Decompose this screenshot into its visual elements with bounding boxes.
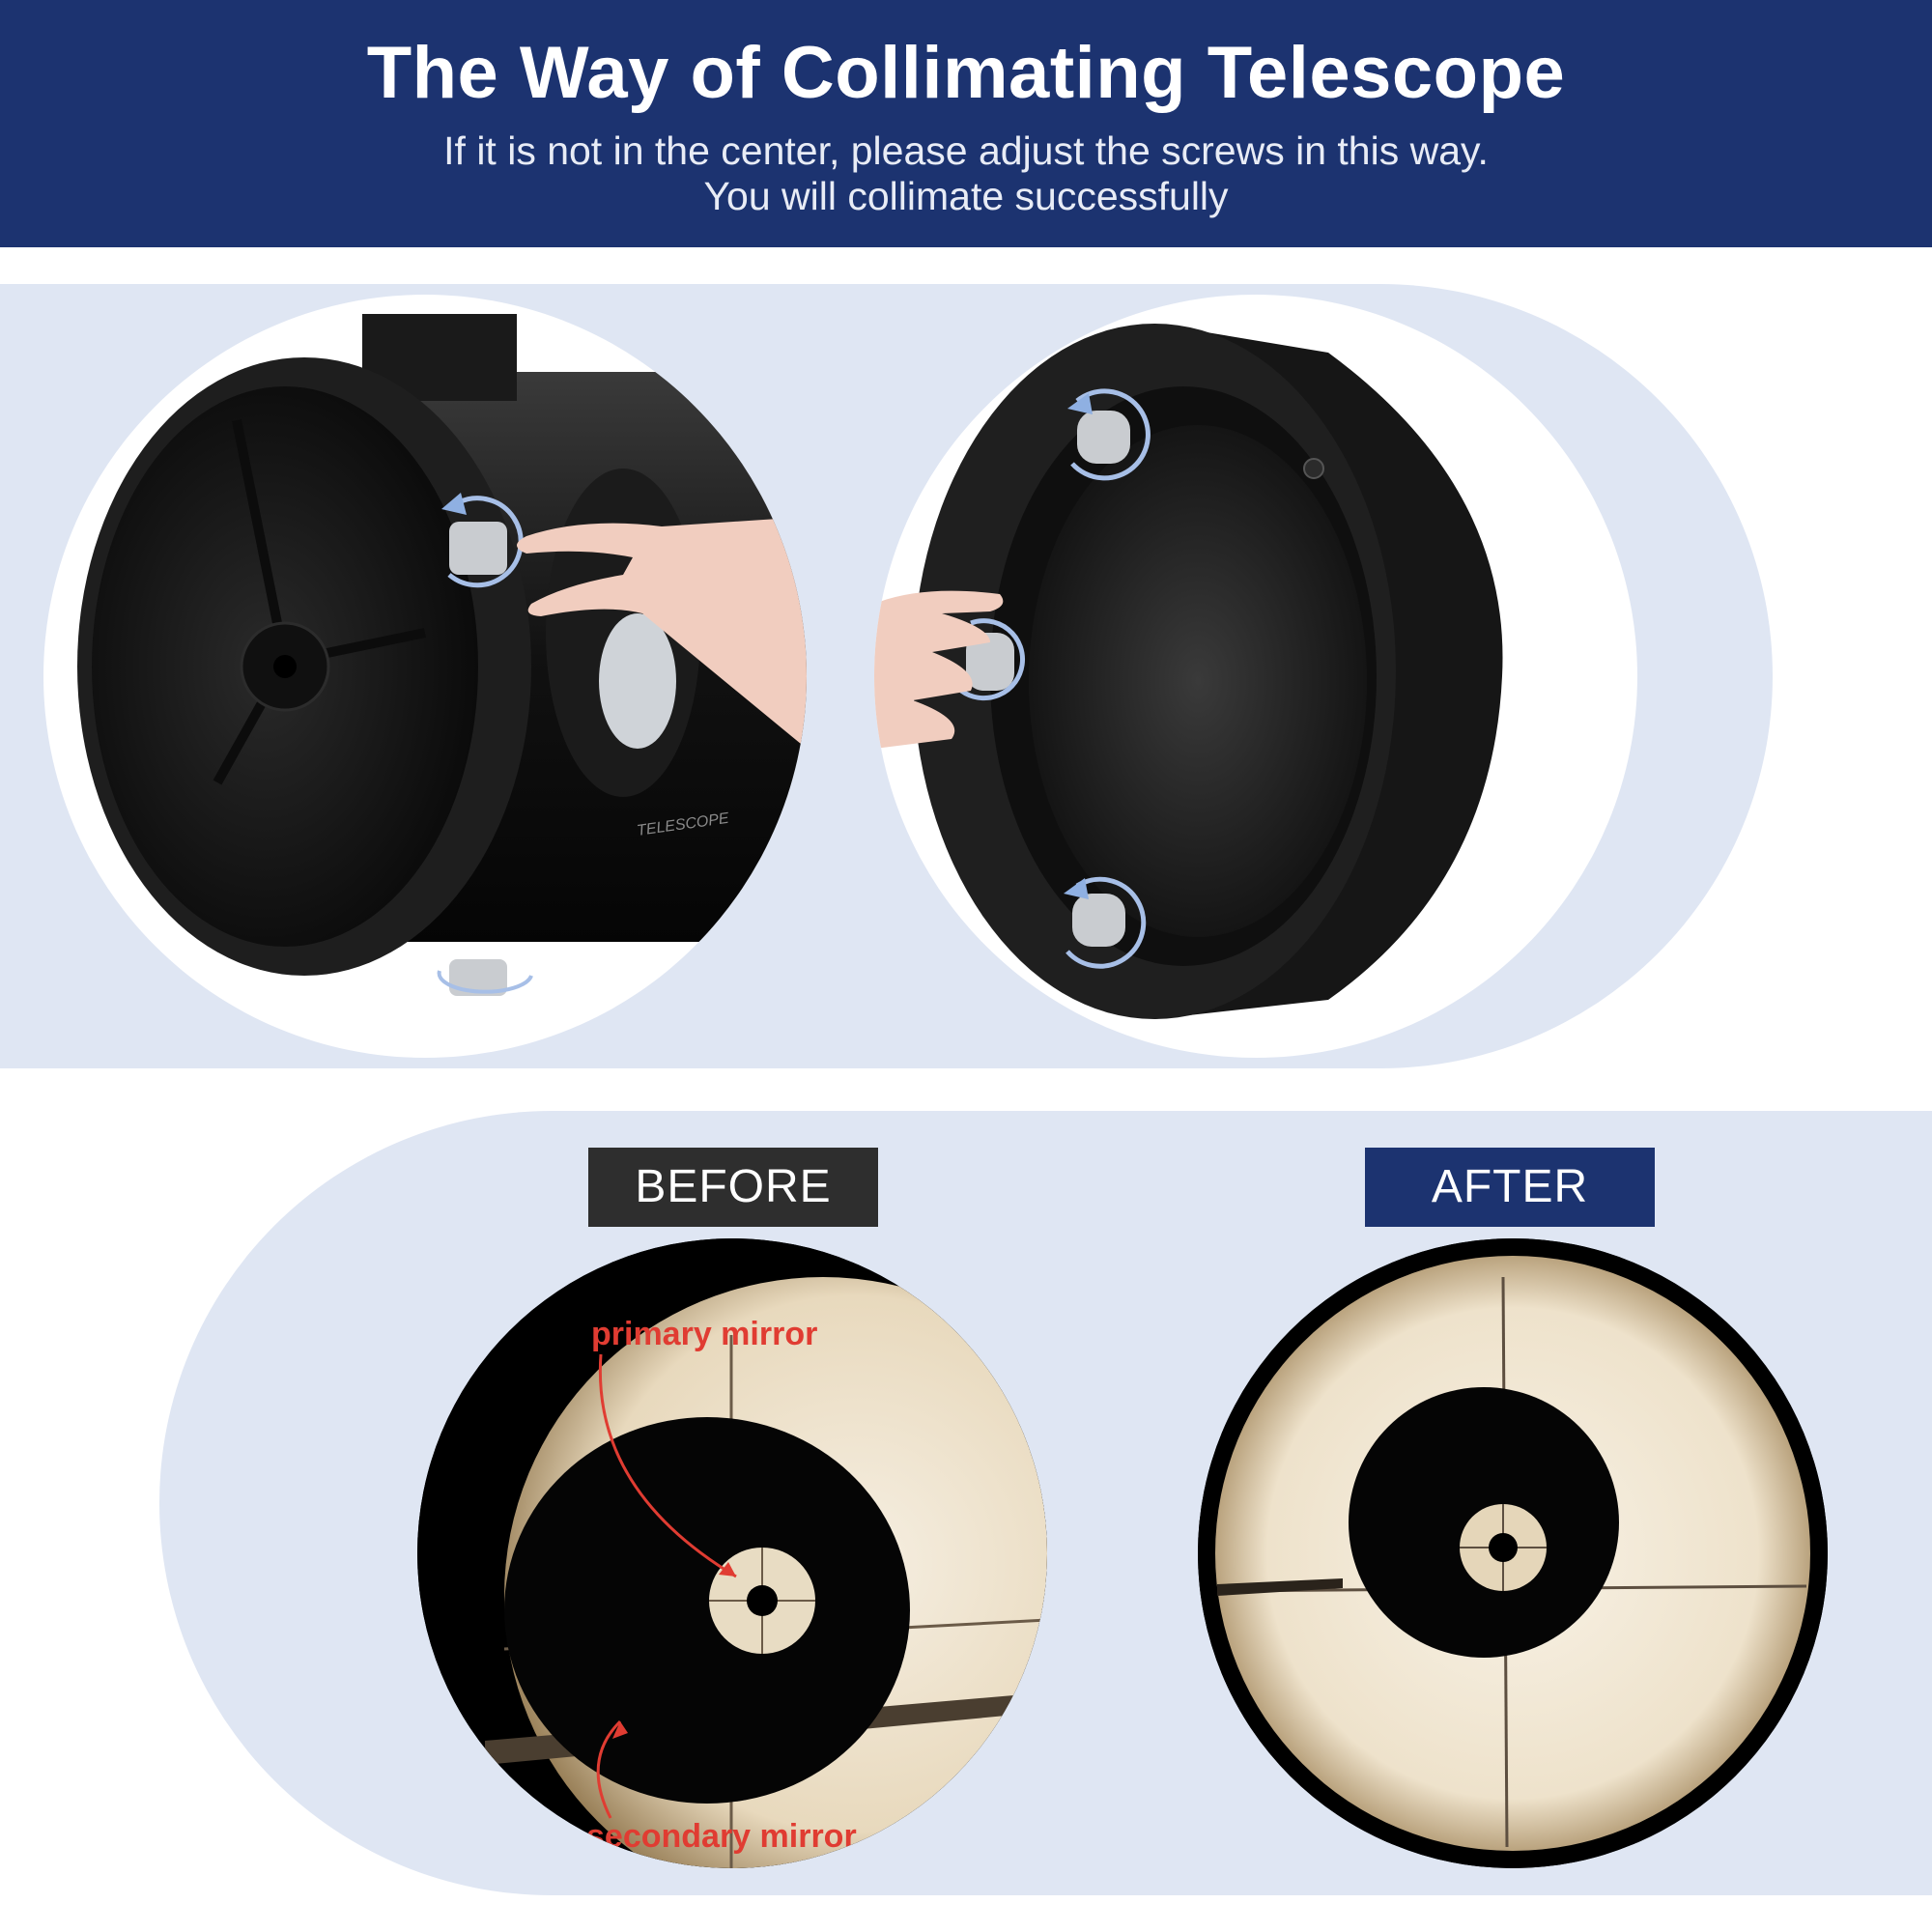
header-banner: The Way of Collimating Telescope If it i… xyxy=(0,0,1932,247)
subtitle-line-2: You will collimate successfully xyxy=(703,174,1229,218)
after-label: AFTER xyxy=(1365,1148,1655,1227)
thumb-screw-icon xyxy=(449,522,507,575)
before-collimation-view: primary mirror secondary mirror xyxy=(417,1238,1047,1868)
page-title: The Way of Collimating Telescope xyxy=(366,32,1566,114)
before-label: BEFORE xyxy=(588,1148,878,1227)
secondary-mirror-label: secondary mirror xyxy=(586,1818,857,1855)
primary-mirror-label: primary mirror xyxy=(591,1316,817,1352)
subtitle-line-1: If it is not in the center, please adjus… xyxy=(443,128,1489,173)
telescope-tube-photo: TELESCOPE xyxy=(43,295,807,1058)
mirror-cell-photo xyxy=(874,295,1637,1058)
after-collimation-view xyxy=(1198,1238,1828,1868)
